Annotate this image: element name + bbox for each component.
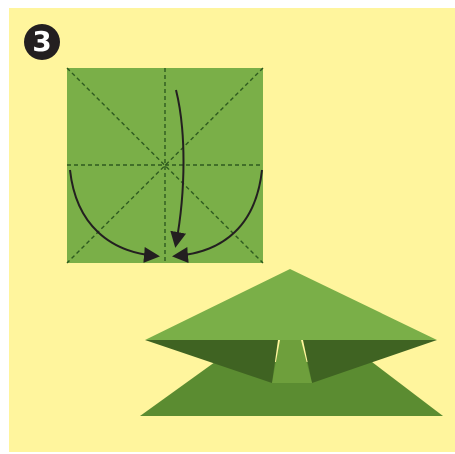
folded-top-triangle [145, 269, 437, 340]
paper-square [67, 68, 263, 263]
folded-shape [140, 269, 443, 416]
